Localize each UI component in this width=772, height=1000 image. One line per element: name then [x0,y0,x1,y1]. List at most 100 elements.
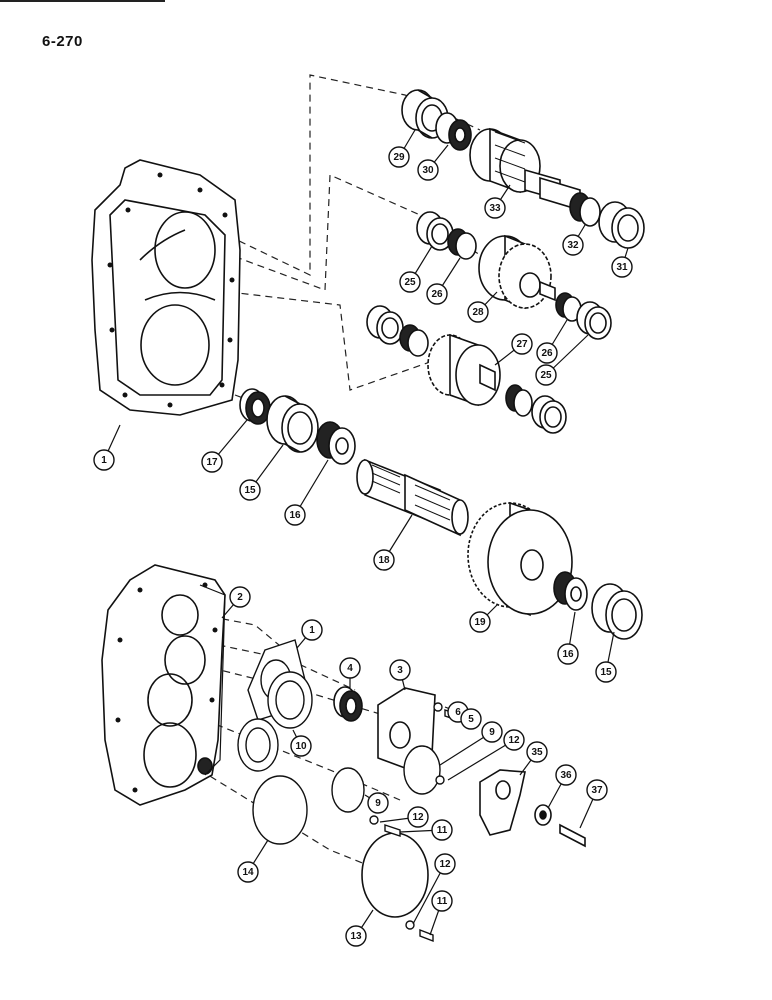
callout-label: 26 [541,348,553,359]
callout-circle [484,197,506,219]
callout-16: 16 [284,504,306,526]
callout-label: 16 [289,510,301,521]
callout-label: 26 [431,289,443,300]
callout-label: 5 [468,714,474,725]
bearing-cup-31 [598,201,645,249]
bearing-cone-26-upper [447,228,477,260]
callout-label: 12 [412,812,424,823]
callout-label: 25 [404,277,416,288]
gasket-2 [199,584,226,776]
callout-circle [407,806,429,828]
bolt-37 [559,823,586,848]
callout-label: 16 [562,649,574,660]
callout-circle [467,301,489,323]
callout-32: 32 [562,234,584,256]
callout-label: 1 [309,625,315,636]
callout-31: 31 [611,256,633,278]
callout-circle [503,729,525,751]
callout-14: 14 [237,861,259,883]
callout-circle [367,792,389,814]
output-gear-19 [467,501,573,617]
pinion-shaft-33 [469,127,581,212]
callout-11: 11 [431,819,453,841]
callout-label: 15 [244,485,256,496]
yoke-35 [479,769,526,836]
callout-circle [301,619,323,641]
callout-circle [284,504,306,526]
callout-circle [469,611,491,633]
callout-label: 25 [540,370,552,381]
callout-28: 28 [467,301,489,323]
callout-label: 27 [516,339,528,350]
callout-label: 3 [397,665,403,676]
callout-label: 9 [489,727,495,738]
callout-label: 1 [101,455,107,466]
gasket-10 [237,671,313,772]
callout-label: 17 [206,457,218,468]
callout-label: 32 [567,240,579,251]
bearing-cone-26-lower-right [505,292,582,417]
bearing-cup-15-lower [591,583,643,640]
callout-label: 19 [474,617,486,628]
callout-circle [535,364,557,386]
cover-13 [361,832,429,918]
callout-25: 25 [399,271,421,293]
bearing-cup-29 [401,89,449,139]
callout-circle [388,146,410,168]
bearing-cone-16-lower [553,571,588,611]
callout-label: 35 [531,747,543,758]
callout-circle [536,342,558,364]
bearing-cone-26-lower-left [399,324,429,357]
gear-28 [478,234,556,310]
callout-circle [290,735,312,757]
callout-27: 27 [511,333,533,355]
callout-circle [557,643,579,665]
upper-housing [91,159,241,416]
bearing-cup-25-lower-right [531,301,612,434]
lower-housing [101,564,226,806]
callout-label: 33 [489,203,501,214]
callout-circle [431,819,453,841]
callout-circle [417,159,439,181]
callout-circle [481,721,503,743]
callout-circle [345,925,367,947]
callout-label: 14 [242,867,254,878]
header-rule [0,0,165,2]
callout-circle [511,333,533,355]
callout-12: 12 [503,729,525,751]
callout-circle [586,779,608,801]
callout-1: 1 [93,449,115,471]
callout-label: 12 [439,859,451,870]
page-number: 6-270 [42,33,83,50]
callout-circle [562,234,584,256]
callout-33: 33 [484,197,506,219]
callout-11: 11 [431,890,453,912]
callout-label: 12 [508,735,520,746]
callout-5: 5 [460,708,482,730]
callout-circle [201,451,223,473]
callout-29: 29 [388,146,410,168]
callout-9: 9 [367,792,389,814]
callout-label: 4 [347,663,353,674]
callout-2: 2 [229,586,251,608]
bearing-cup-15-upper [266,395,319,453]
callout-3: 3 [389,659,411,681]
bearing-cup-25-upper [416,211,454,251]
bearing-cup-25-lower-left [366,305,404,345]
cover-plate-9 [331,745,441,813]
callout-19: 19 [469,611,491,633]
callout-circle [460,708,482,730]
callout-15: 15 [595,661,617,683]
callout-37: 37 [586,779,608,801]
callout-25: 25 [535,364,557,386]
callout-30: 30 [417,159,439,181]
callout-circle [237,861,259,883]
callout-circle [339,657,361,679]
bearing-cone-30 [435,112,472,151]
callout-9: 9 [481,721,503,743]
callout-16: 16 [557,643,579,665]
callout-26: 26 [426,283,448,305]
callout-circle [434,853,456,875]
